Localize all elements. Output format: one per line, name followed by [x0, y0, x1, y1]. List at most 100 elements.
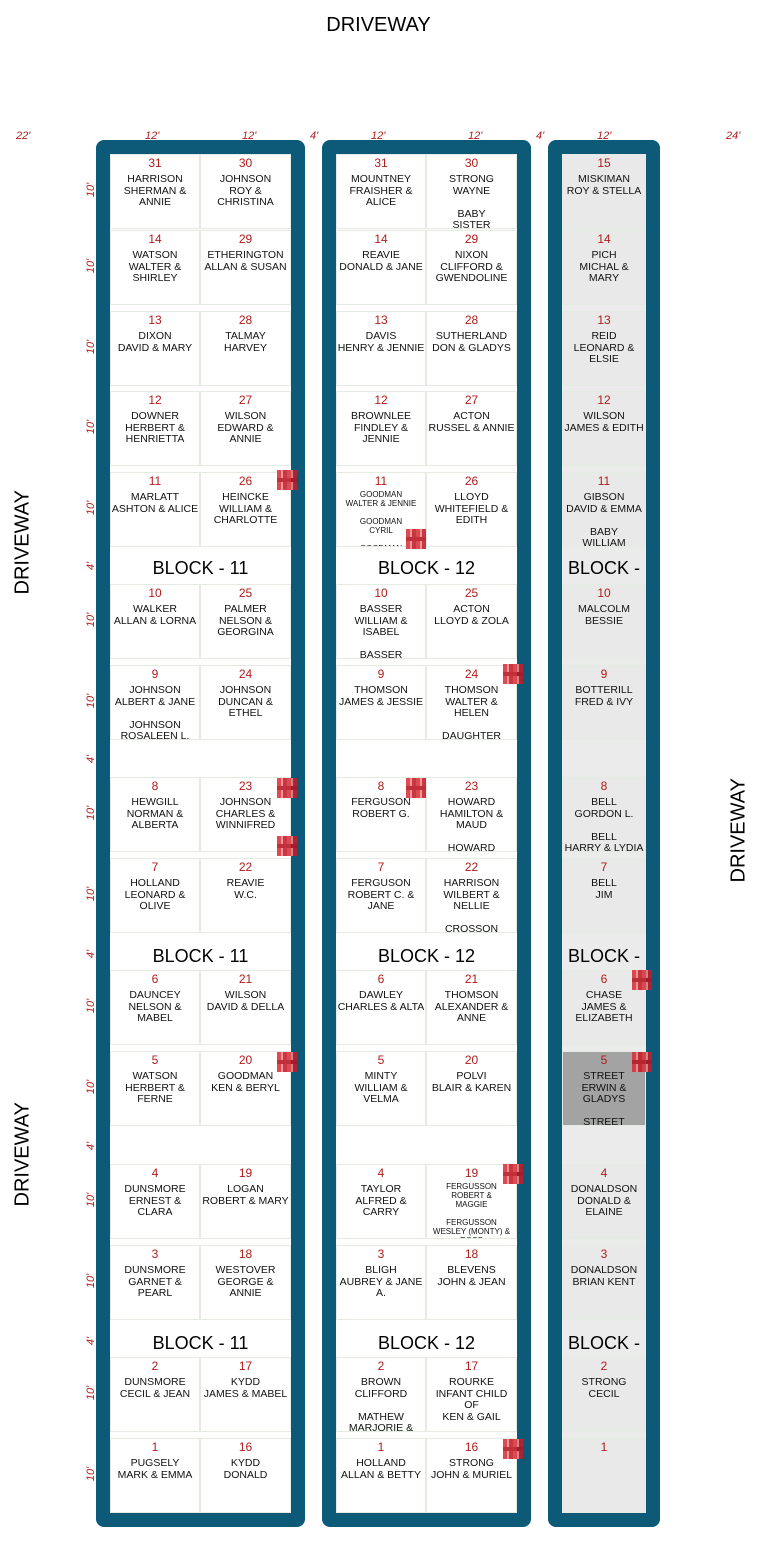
plot-number: 1	[377, 1440, 385, 1454]
plot-names: HARRISON SHERMAN & ANNIE	[123, 173, 187, 208]
plot-names: MALCOLM BESSIE	[578, 603, 630, 627]
plot-names: DONALDSON BRIAN KENT	[570, 1264, 638, 1288]
plot-number: 17	[464, 1359, 479, 1373]
plot-names: HOLLAND ALLAN & BETTY	[341, 1457, 421, 1481]
plot-number: 7	[377, 860, 385, 874]
plot-names: FERGUSSON ROBERT & MAGGIE FERGUSSON WESL…	[432, 1182, 511, 1238]
dim-right-edge: 24'	[726, 130, 741, 142]
plot-names: MISKIMAN ROY & STELLA	[566, 173, 642, 197]
plot-number: 6	[377, 972, 385, 986]
plot-number: 21	[238, 972, 253, 986]
plot-names: HEINCKE WILLIAM & CHARLOTTE	[213, 491, 278, 526]
plot-number: 11	[597, 474, 611, 488]
plot-number: 3	[151, 1247, 159, 1261]
plot-names: REAVIE W.C.	[226, 877, 265, 901]
plot-number: 18	[464, 1247, 479, 1261]
plot-number: 12	[374, 393, 388, 407]
dim-col-1: 12'	[145, 130, 160, 142]
row-dim-label: 4'	[85, 754, 97, 764]
grave-plot[interactable]: 1	[562, 1438, 646, 1513]
plot-number: 19	[238, 1166, 253, 1180]
driveway-right-label: DRIVEWAY	[727, 778, 750, 883]
plot-names: ETHERINGTON ALLAN & SUSAN	[204, 249, 287, 273]
plot-names: KYDD JAMES & MABEL	[203, 1376, 288, 1400]
row-dim-label: 10'	[85, 1273, 97, 1289]
plot-names: WALKER ALLAN & LORNA	[113, 603, 197, 627]
cross-marker-icon	[503, 664, 523, 684]
